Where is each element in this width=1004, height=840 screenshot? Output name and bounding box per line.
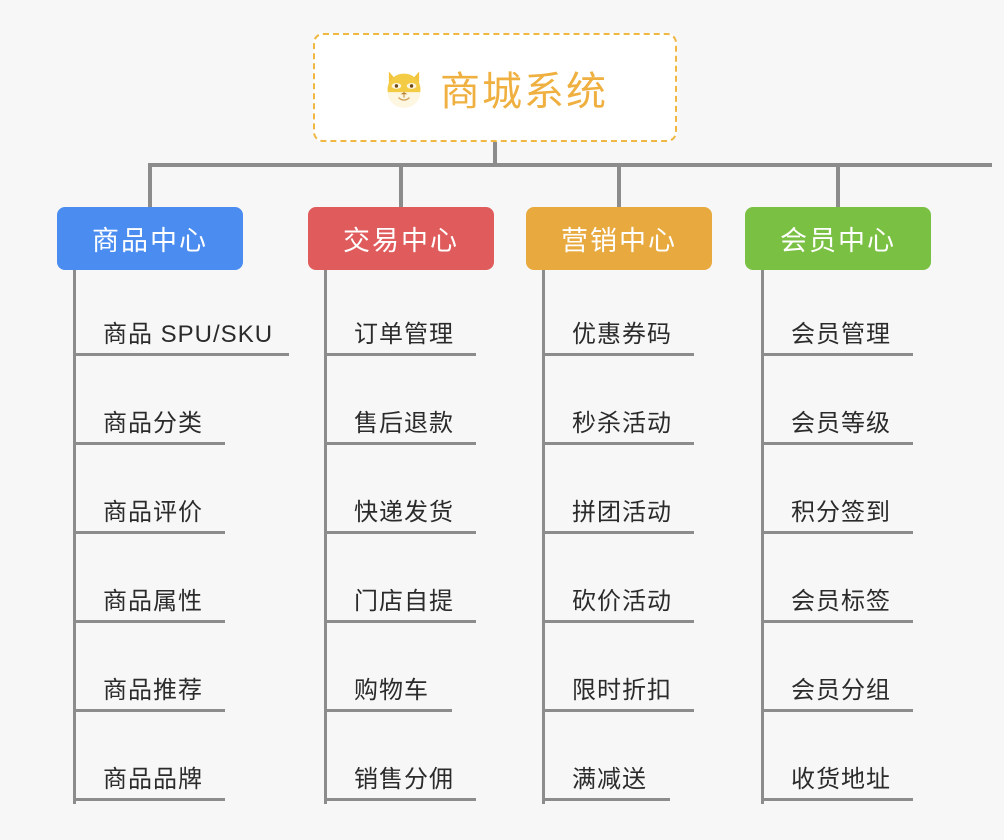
connector-drop-marketing-center bbox=[617, 163, 621, 209]
branch-header-trade-center[interactable]: 交易中心 bbox=[308, 207, 494, 270]
leaf-item-underline bbox=[542, 442, 694, 445]
leaf-item-label: 商品 SPU/SKU bbox=[103, 321, 274, 348]
leaf-item-underline bbox=[761, 353, 913, 356]
leaf-item-underline bbox=[761, 442, 913, 445]
leaf-item-label: 拼团活动 bbox=[572, 499, 672, 526]
leaf-item-label: 商品推荐 bbox=[103, 677, 203, 704]
leaf-item-label: 会员等级 bbox=[791, 410, 891, 437]
leaf-item-label: 购物车 bbox=[354, 677, 429, 704]
leaf-item-label: 会员管理 bbox=[791, 321, 891, 348]
leaf-item-label: 会员分组 bbox=[791, 677, 891, 704]
leaf-item-label: 砍价活动 bbox=[572, 588, 672, 615]
connector-drop-member-center bbox=[836, 163, 840, 209]
leaf-item-label: 商品评价 bbox=[103, 499, 203, 526]
branch-marketing-center: 营销中心优惠券码秒杀活动拼团活动砍价活动限时折扣满减送 bbox=[526, 207, 712, 804]
leaf-item-underline bbox=[542, 353, 694, 356]
leaf-item-underline bbox=[761, 620, 913, 623]
branch-header-product-center[interactable]: 商品中心 bbox=[57, 207, 243, 270]
leaf-item-label: 秒杀活动 bbox=[572, 410, 672, 437]
leaf-item-underline bbox=[542, 620, 694, 623]
leaf-item-label: 商品品牌 bbox=[103, 766, 203, 793]
leaf-item-underline bbox=[761, 531, 913, 534]
branch-trunk-trade-center bbox=[324, 270, 327, 804]
leaf-item-underline bbox=[542, 709, 694, 712]
leaf-item-label: 限时折扣 bbox=[572, 677, 672, 704]
branch-member-center: 会员中心会员管理会员等级积分签到会员标签会员分组收货地址 bbox=[745, 207, 931, 804]
leaf-item-label: 商品属性 bbox=[103, 588, 203, 615]
leaf-item-underline bbox=[73, 709, 225, 712]
leaf-item-underline bbox=[324, 620, 476, 623]
leaf-item-underline bbox=[324, 531, 476, 534]
leaf-item-label: 满减送 bbox=[572, 766, 647, 793]
leaf-item-label: 会员标签 bbox=[791, 588, 891, 615]
branch-header-label: 营销中心 bbox=[561, 226, 677, 256]
leaf-item-label: 商品分类 bbox=[103, 410, 203, 437]
branch-trade-center: 交易中心订单管理售后退款快递发货门店自提购物车销售分佣 bbox=[308, 207, 494, 804]
leaf-item-underline bbox=[542, 798, 670, 801]
branch-header-label: 交易中心 bbox=[343, 226, 459, 256]
branch-trunk-marketing-center bbox=[542, 270, 545, 804]
branch-trunk-product-center bbox=[73, 270, 76, 804]
leaf-item-underline bbox=[73, 353, 289, 356]
connector-drop-trade-center bbox=[399, 163, 403, 209]
branch-header-member-center[interactable]: 会员中心 bbox=[745, 207, 931, 270]
branch-product-center: 商品中心商品 SPU/SKU 商品分类商品评价商品属性商品推荐商品品牌 bbox=[57, 207, 289, 804]
branch-header-marketing-center[interactable]: 营销中心 bbox=[526, 207, 712, 270]
leaf-item-underline bbox=[761, 798, 913, 801]
leaf-item-underline bbox=[73, 798, 225, 801]
leaf-item-label: 销售分佣 bbox=[354, 766, 454, 793]
leaf-item-underline bbox=[73, 531, 225, 534]
connector-horizontal-bus bbox=[148, 163, 992, 167]
leaf-item-label: 收货地址 bbox=[791, 766, 891, 793]
root-title: 商城系统 bbox=[440, 69, 608, 114]
leaf-item-label: 订单管理 bbox=[354, 321, 454, 348]
leaf-item-underline bbox=[73, 442, 225, 445]
shiba-dog-face-icon bbox=[382, 66, 426, 110]
leaf-item-underline bbox=[542, 531, 694, 534]
connector-root-stem bbox=[493, 142, 497, 165]
leaf-item-underline bbox=[324, 798, 476, 801]
connector-drop-product-center bbox=[148, 163, 152, 209]
leaf-item-label: 积分签到 bbox=[791, 499, 891, 526]
leaf-item-label: 售后退款 bbox=[354, 410, 454, 437]
leaf-item-underline bbox=[324, 353, 476, 356]
branch-header-label: 商品中心 bbox=[92, 226, 208, 256]
leaf-item-underline bbox=[324, 709, 452, 712]
leaf-item-label: 优惠券码 bbox=[572, 321, 672, 348]
root-node[interactable]: 商城系统 bbox=[313, 33, 677, 142]
leaf-item-underline bbox=[324, 442, 476, 445]
leaf-item-underline bbox=[73, 620, 225, 623]
branch-header-label: 会员中心 bbox=[780, 226, 896, 256]
branch-trunk-member-center bbox=[761, 270, 764, 804]
leaf-item-underline bbox=[761, 709, 913, 712]
leaf-item-label: 快递发货 bbox=[354, 499, 454, 526]
leaf-item-label: 门店自提 bbox=[354, 588, 454, 615]
